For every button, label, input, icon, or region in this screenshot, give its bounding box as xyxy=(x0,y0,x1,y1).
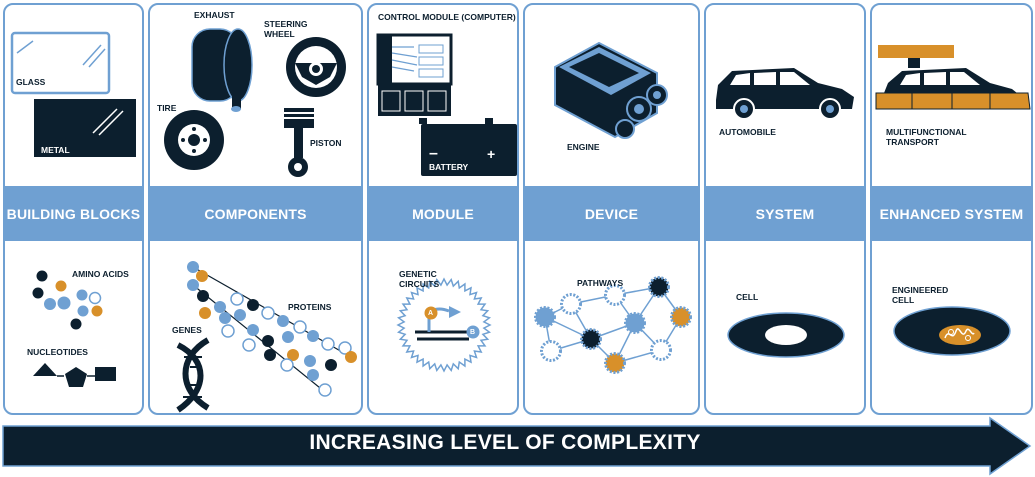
piston-icon xyxy=(284,108,314,177)
pathway-node xyxy=(604,284,626,306)
panel-system: AUTOMOBILE SYSTEM CELL xyxy=(704,3,866,415)
pathways-label: PATHWAYS xyxy=(577,278,624,288)
complexity-arrow xyxy=(2,416,1032,476)
system-art xyxy=(716,68,854,358)
panel-building-blocks: GLASS METAL BUILDING BLOCKS AMINO ACIDS … xyxy=(3,3,144,415)
metal-label: METAL xyxy=(41,145,70,155)
pathway-node xyxy=(540,340,562,362)
proteins-icon xyxy=(187,261,357,397)
amino-acids-icon xyxy=(32,270,103,330)
band-building-blocks: BUILDING BLOCKS xyxy=(5,186,142,241)
glass-icon xyxy=(10,31,111,95)
battery-icon xyxy=(419,118,517,176)
circuit-node-a: A xyxy=(428,310,434,317)
automobile-icon xyxy=(716,68,854,120)
column-title: SYSTEM xyxy=(755,205,815,222)
module-art xyxy=(376,33,517,373)
nucleotides-label: NUCLEOTIDES xyxy=(27,347,88,357)
proteins-label: PROTEINS xyxy=(288,302,332,312)
band-device: DEVICE xyxy=(525,186,698,241)
battery-plus-symbol: + xyxy=(487,146,496,162)
tire-label: TIRE xyxy=(157,103,177,113)
genetic-circuits-label: GENETIC CIRCUITS xyxy=(399,269,440,289)
device-art xyxy=(534,41,692,374)
exhaust-icon xyxy=(191,28,253,112)
steering-wheel-label: STEERING WHEEL xyxy=(264,19,308,39)
genetic-circuits-icon xyxy=(396,277,492,373)
enhanced-system-art xyxy=(875,45,1031,356)
column-title: MODULE xyxy=(412,205,474,222)
building-blocks-art xyxy=(10,31,136,387)
engine-label: ENGINE xyxy=(567,142,600,152)
pathway-node xyxy=(670,306,692,328)
metal-icon xyxy=(34,99,136,157)
band-components: COMPONENTS xyxy=(150,186,361,241)
exhaust-label: EXHAUST xyxy=(194,10,235,20)
pathway-node xyxy=(560,293,582,315)
steering-wheel-icon xyxy=(286,37,346,97)
panel-enhanced-system: MULTIFUNCTIONAL TRANSPORT ENHANCED SYSTE… xyxy=(870,3,1033,415)
control-module-label: CONTROL MODULE (COMPUTER) xyxy=(378,12,516,22)
panel-module: CONTROL MODULE (COMPUTER) – + BATTERY MO… xyxy=(367,3,519,415)
pathway-node xyxy=(580,328,602,350)
pathways-icon xyxy=(534,276,692,374)
circuit-node-b: B xyxy=(470,329,476,336)
column-title: ENHANCED SYSTEM xyxy=(879,205,1024,222)
engine-icon xyxy=(554,41,668,139)
panel-device: ENGINE DEVICE PATHWAYS xyxy=(523,3,700,415)
tire-icon xyxy=(164,110,224,170)
battery-label: BATTERY xyxy=(429,162,469,172)
control-module-icon xyxy=(376,33,453,116)
genes-label: GENES xyxy=(172,325,202,335)
pathway-node xyxy=(534,306,556,328)
nucleotides-icon xyxy=(33,363,116,387)
complexity-arrow-label: INCREASING LEVEL OF COMPLEXITY xyxy=(309,431,701,454)
multifunctional-transport-label: MULTIFUNCTIONAL TRANSPORT xyxy=(886,127,967,147)
column-title: DEVICE xyxy=(584,205,639,222)
pathway-node xyxy=(650,339,672,361)
panel-components: EXHAUST STEERING WHEEL TIRE PISTON COMPO… xyxy=(148,3,363,415)
piston-label: PISTON xyxy=(310,138,342,148)
glass-label: GLASS xyxy=(16,77,46,87)
band-system: SYSTEM xyxy=(706,186,864,241)
band-enhanced-system: ENHANCED SYSTEM xyxy=(872,186,1031,241)
cell-label: CELL xyxy=(736,292,759,302)
engineered-cell-label: ENGINEERED CELL xyxy=(892,285,949,305)
cell-icon xyxy=(727,312,845,358)
column-title: BUILDING BLOCKS xyxy=(6,205,141,222)
column-title: COMPONENTS xyxy=(204,205,307,222)
amino-acids-label: AMINO ACIDS xyxy=(72,269,129,279)
battery-minus-symbol: – xyxy=(429,145,438,162)
genes-icon xyxy=(176,337,210,413)
band-module: MODULE xyxy=(369,186,517,241)
pathway-node xyxy=(624,312,646,334)
components-art xyxy=(164,28,357,413)
pathway-node xyxy=(648,276,670,298)
automobile-label: AUTOMOBILE xyxy=(719,127,776,137)
engineered-cell-icon xyxy=(893,306,1011,356)
pathway-node xyxy=(604,352,626,374)
multifunctional-transport-icon xyxy=(875,45,1031,110)
